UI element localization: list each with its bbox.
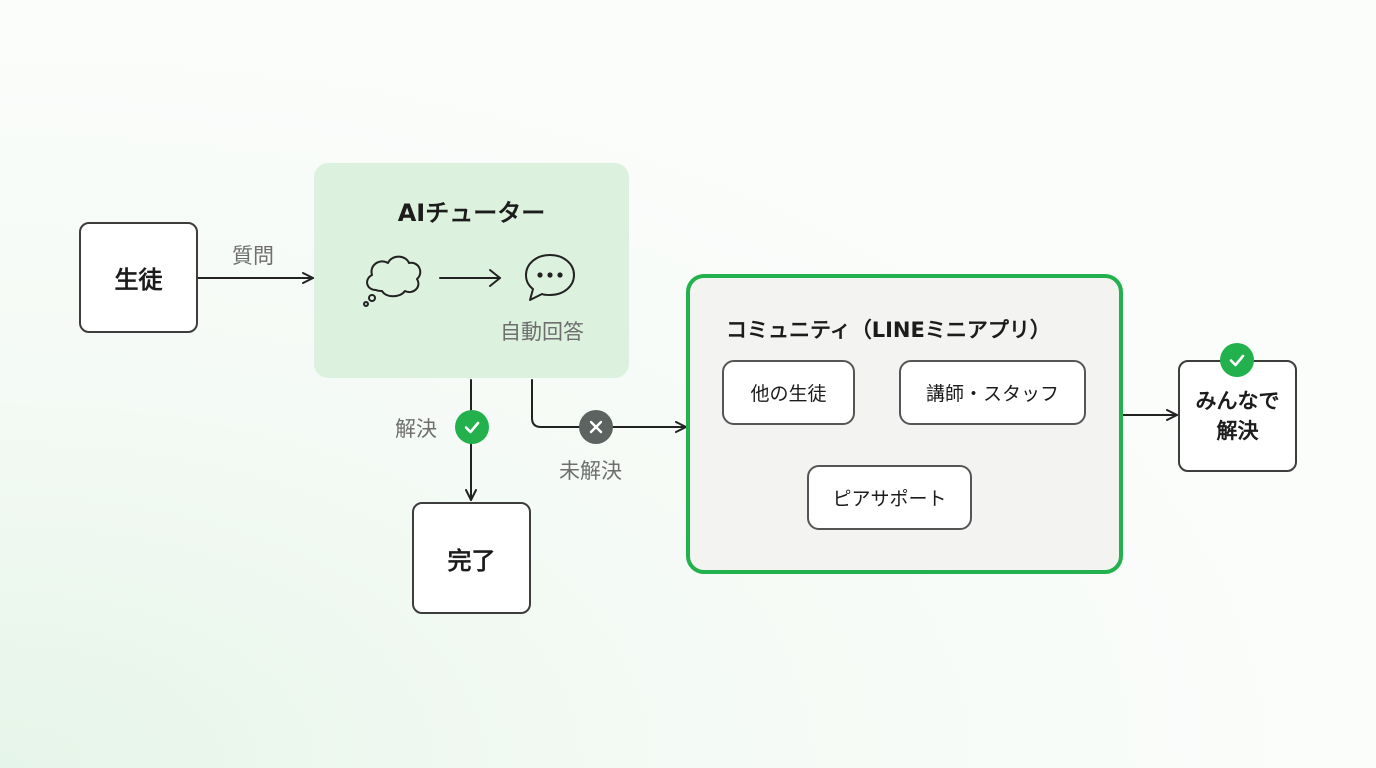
community-title: コミュニティ（LINEミニアプリ） <box>726 318 1051 342</box>
solved-together-line1: みんなで <box>1195 389 1280 413</box>
peer-support-label: ピアサポート <box>832 488 947 510</box>
unsolved-badge <box>579 410 613 444</box>
student-label: 生徒 <box>114 266 163 294</box>
auto-answer-label: 自動回答 <box>500 320 584 344</box>
peer-support-node: ピアサポート <box>807 465 972 530</box>
ai-tutor-panel: AIチューター 自動回答 <box>314 163 629 378</box>
check-icon <box>1227 350 1247 370</box>
check-icon <box>462 417 482 437</box>
staff-node: 講師・スタッフ <box>899 360 1086 425</box>
student-node: 生徒 <box>79 222 198 333</box>
edge-label-solved: 解決 <box>395 417 437 441</box>
solved-badge <box>455 410 489 444</box>
other-students-label: 他の生徒 <box>750 383 827 405</box>
solved-together-line2: 解決 <box>1216 419 1259 443</box>
speech-bubble-icon <box>522 252 578 308</box>
ai-tutor-title: AIチューター <box>397 199 546 227</box>
done-label: 完了 <box>447 546 496 575</box>
process-arrow-icon <box>438 266 504 294</box>
solved-together-badge <box>1220 343 1254 377</box>
staff-label: 講師・スタッフ <box>925 383 1059 405</box>
done-node: 完了 <box>412 502 531 614</box>
edge-label-question: 質問 <box>232 244 274 268</box>
other-students-node: 他の生徒 <box>722 360 855 425</box>
cross-icon <box>587 418 605 436</box>
thought-bubble-icon <box>360 250 424 312</box>
edge-label-unsolved: 未解決 <box>559 459 622 483</box>
arrow-ai-to-community <box>531 379 687 433</box>
